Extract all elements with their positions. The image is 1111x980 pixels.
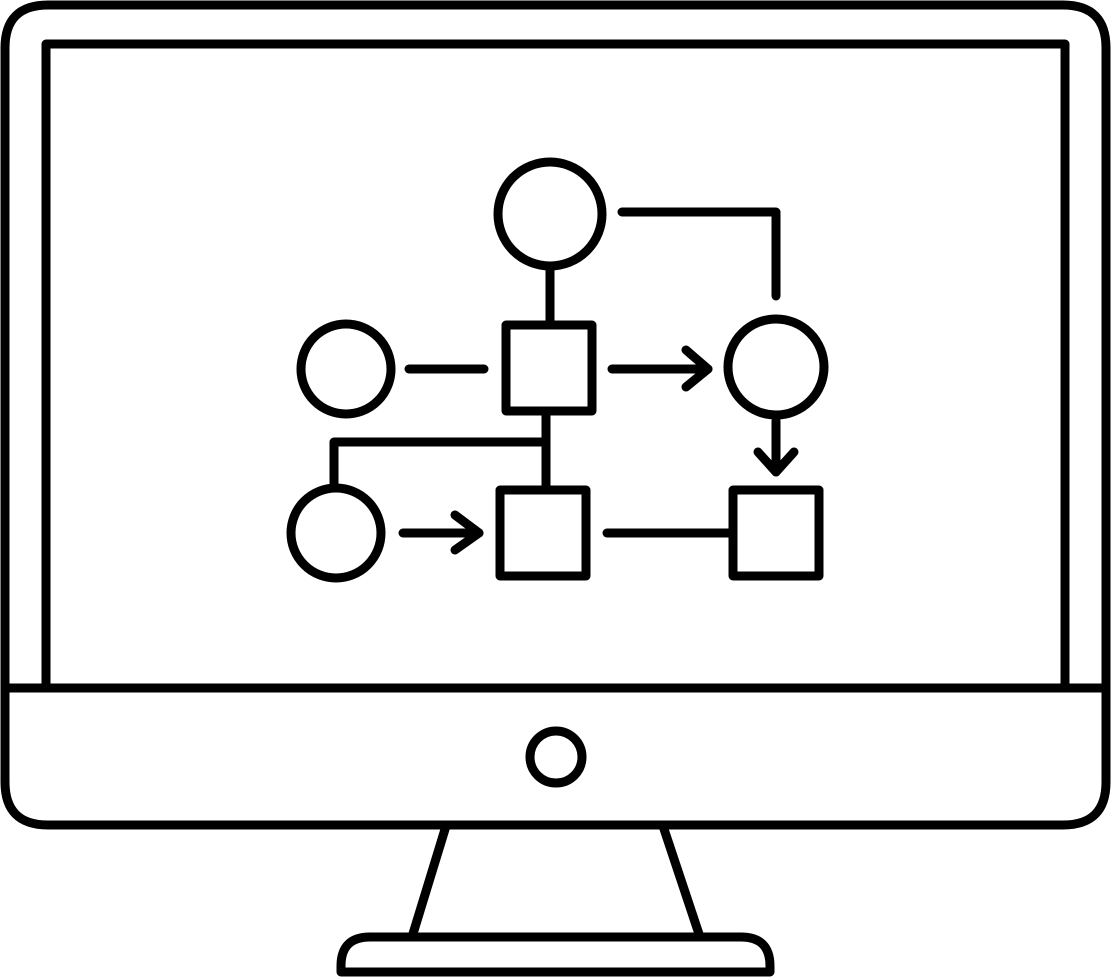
flow-node-bottom-left-circle [286,483,386,583]
flow-edge-top-to-right [617,207,781,301]
flow-node-left-circle [296,319,396,419]
flow-node-bottom-right-square [728,485,824,581]
power-button-icon [525,726,587,788]
flow-node-top-circle [493,157,607,271]
flowchart [286,157,829,583]
flow-node-bottom-center-square [495,485,591,581]
arrowhead-down-icon [753,447,799,477]
flow-edge-center-to-bottom-left [329,437,551,493]
stand-neck-right [658,821,705,942]
arrowhead-right-icon [681,345,713,392]
stand-base [336,932,775,977]
flow-node-right-circle [723,314,829,420]
monitor-screen [41,39,1070,693]
stand-neck-left [407,821,451,942]
arrowhead-right-icon [450,510,484,555]
monitor-frame [0,0,1111,830]
flow-node-center-square [501,320,597,416]
